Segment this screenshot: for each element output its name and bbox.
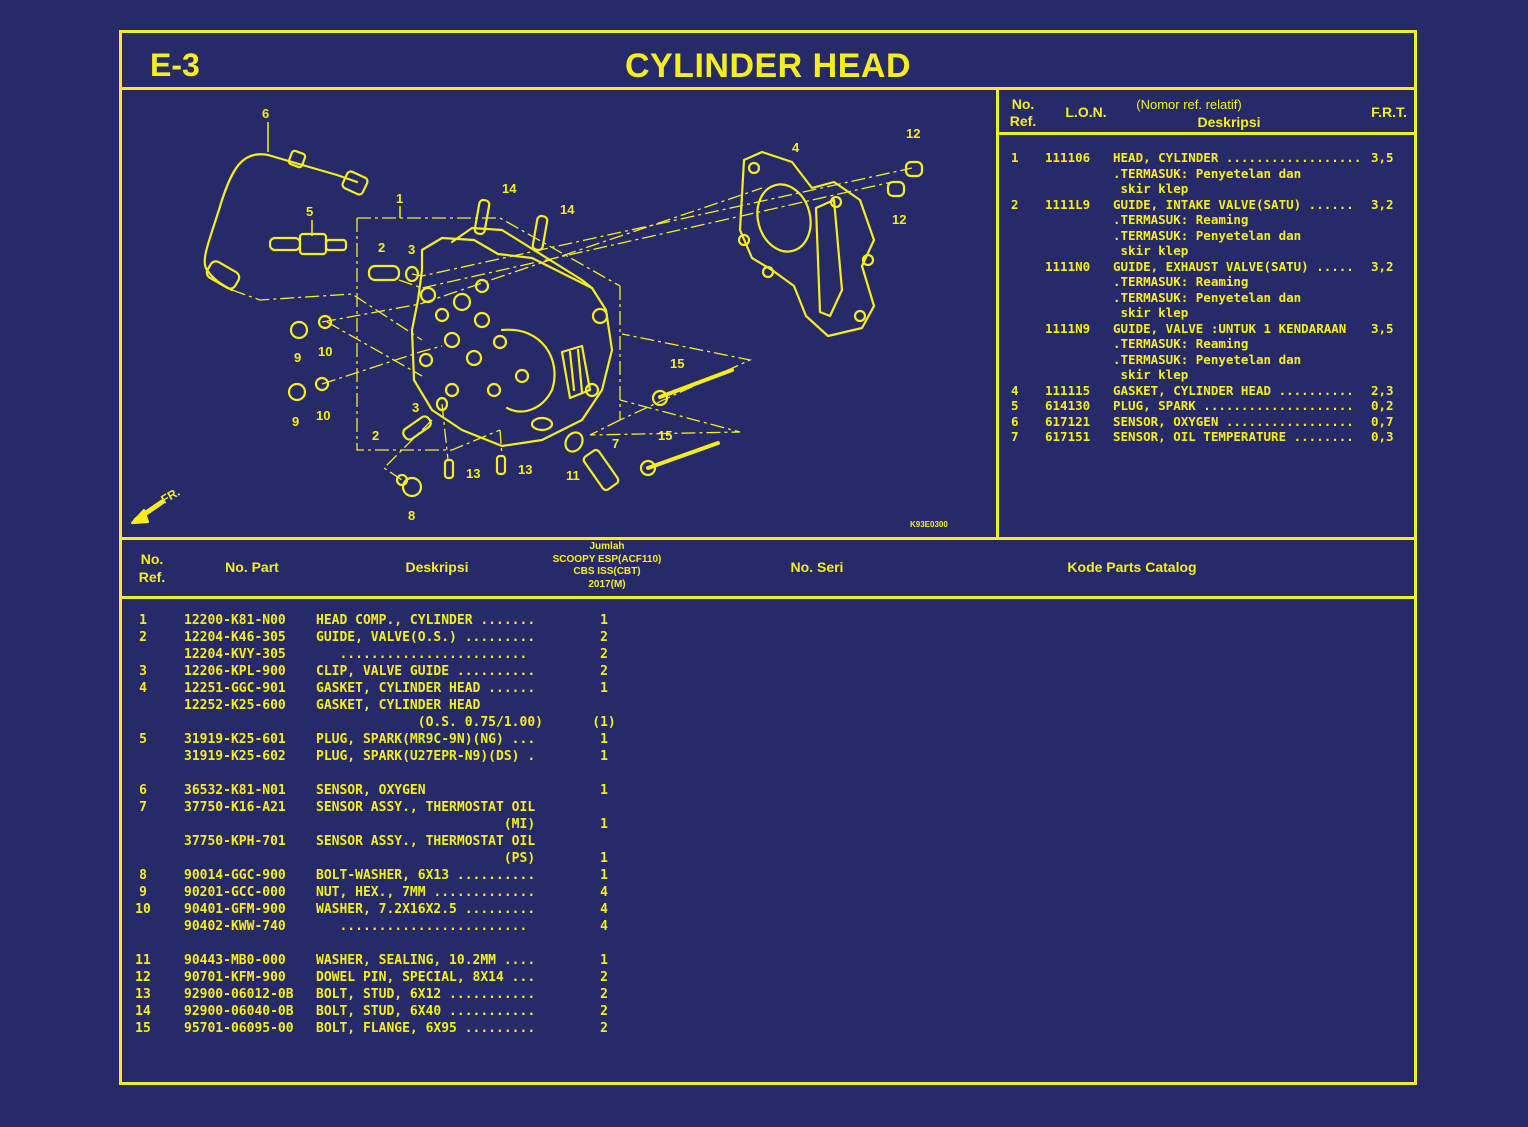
svg-text:10: 10 xyxy=(318,344,332,359)
parts-catalog-page: E-3 CYLINDER HEAD xyxy=(119,30,1417,1085)
svg-text:3: 3 xyxy=(412,400,419,415)
page-code: E-3 xyxy=(150,47,200,83)
col-no-ref: No. Ref. xyxy=(1009,96,1037,129)
svg-text:3: 3 xyxy=(408,242,415,257)
diagram-divider xyxy=(996,90,999,540)
svg-text:9: 9 xyxy=(294,350,301,365)
svg-text:13: 13 xyxy=(518,462,532,477)
ref-header-divider xyxy=(999,132,1414,135)
svg-text:9: 9 xyxy=(292,414,299,429)
exploded-diagram: 6 5 1 2 3 14 14 4 12 12 9 10 9 10 15 15 3 2 13 1… xyxy=(122,90,996,537)
svg-text:6: 6 xyxy=(262,106,269,121)
svg-text:1: 1 xyxy=(396,191,403,206)
col-desc: Deskripsi xyxy=(405,559,469,575)
col-no-part: No. Part xyxy=(225,559,279,575)
svg-text:14: 14 xyxy=(502,181,517,196)
title-divider xyxy=(122,87,1414,90)
callout-labels: 6 5 1 2 3 14 14 4 12 12 9 10 9 10 15 15 3 2 13 1… xyxy=(159,106,949,529)
svg-text:2: 2 xyxy=(378,240,385,255)
svg-text:15: 15 xyxy=(670,356,684,371)
parts-table-header: No. Ref. No. Part Deskripsi Jumlah SCOOP… xyxy=(122,540,1414,597)
qty-variant: CBS ISS(CBT) xyxy=(573,566,641,577)
svg-text:11: 11 xyxy=(566,468,580,483)
diagram-bottom-divider xyxy=(122,537,1414,540)
col-no-ref: No. Ref. xyxy=(138,551,166,585)
qty-title: Jumlah xyxy=(589,541,625,552)
qty-year: 2017(M) xyxy=(588,578,626,590)
figure-code: K93E0300 xyxy=(910,520,948,529)
svg-text:14: 14 xyxy=(560,202,575,217)
svg-text:5: 5 xyxy=(306,204,313,219)
svg-text:12: 12 xyxy=(906,126,920,141)
col-desc: Deskripsi xyxy=(1197,114,1261,130)
svg-text:2: 2 xyxy=(372,428,379,443)
col-lon: L.O.N. xyxy=(1065,104,1107,120)
svg-text:15: 15 xyxy=(658,428,672,443)
col-qty: Jumlah SCOOPY ESP(ACF110) CBS ISS(CBT) 2… xyxy=(532,541,682,591)
svg-text:7: 7 xyxy=(612,436,619,451)
col-serial: No. Seri xyxy=(790,559,844,575)
col-note: (Nomor ref. relatif) xyxy=(1136,97,1242,112)
svg-text:4: 4 xyxy=(792,140,800,155)
page-title: CYLINDER HEAD xyxy=(624,47,912,85)
parts-header-divider xyxy=(122,596,1414,599)
svg-text:12: 12 xyxy=(892,212,906,227)
cylinder-head-exploded-view: 6 5 1 2 3 14 14 4 12 12 9 10 9 10 15 15 3 2 13 1… xyxy=(130,106,949,529)
col-catalog-code: Kode Parts Catalog xyxy=(1067,559,1197,575)
svg-text:13: 13 xyxy=(466,466,480,481)
col-frt: F.R.T. xyxy=(1371,104,1407,120)
qty-model: SCOOPY ESP(ACF110) xyxy=(552,553,662,565)
svg-text:10: 10 xyxy=(316,408,330,423)
labor-reference-table: No. Ref. L.O.N. (Nomor ref. relatif) Des… xyxy=(999,90,1414,537)
svg-text:8: 8 xyxy=(408,508,415,523)
